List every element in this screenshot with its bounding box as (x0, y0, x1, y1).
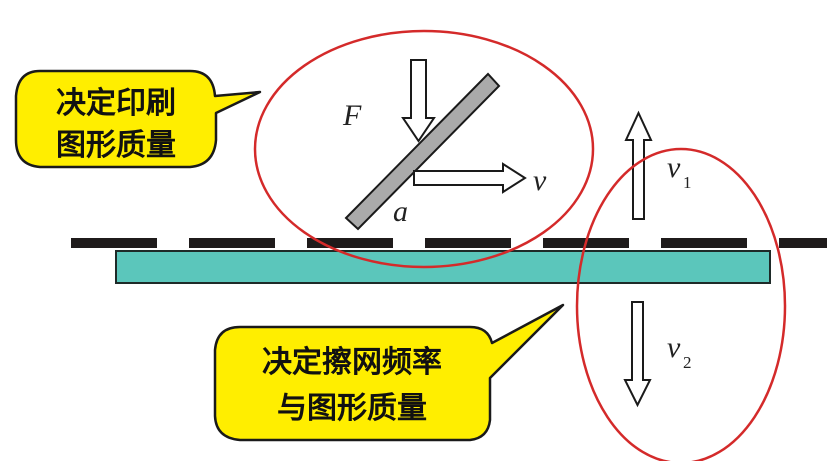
force-arrow-icon (401, 59, 436, 143)
screen-segment (307, 238, 393, 248)
screen-segment (71, 238, 157, 248)
force-label: F (342, 99, 362, 132)
angle-label: a (393, 195, 408, 228)
screen-segment (779, 238, 827, 248)
v1-arrow-up-icon (624, 110, 653, 220)
callout-line: 决定印刷 (56, 86, 176, 121)
screen-mesh (71, 238, 827, 248)
screen-segment (661, 238, 747, 248)
screen-segment (425, 238, 511, 248)
velocity-label: v (533, 164, 547, 197)
callout-line: 图形质量 (56, 128, 176, 163)
screen-segment (189, 238, 275, 248)
callout-print-quality: 决定印刷 图形质量 (14, 69, 262, 169)
callout-bubble (213, 303, 565, 442)
v2-arrow-down-icon (623, 301, 652, 408)
v2-subscript: 2 (683, 353, 692, 372)
squeegee-blade (344, 72, 501, 231)
callout-bubble (14, 69, 262, 169)
callout-snapoff-frequency: 决定擦网频率 与图形质量 (213, 303, 565, 442)
v2-label: v (667, 331, 681, 364)
velocity-arrow-icon (413, 162, 527, 194)
callout-line: 决定擦网频率 (262, 345, 442, 380)
snapoff-highlight-ellipse (575, 147, 787, 461)
v1-label: v (667, 151, 681, 184)
squeegee-highlight-ellipse (253, 29, 595, 269)
v1-subscript: 1 (683, 173, 692, 192)
callout-line: 与图形质量 (277, 391, 427, 426)
